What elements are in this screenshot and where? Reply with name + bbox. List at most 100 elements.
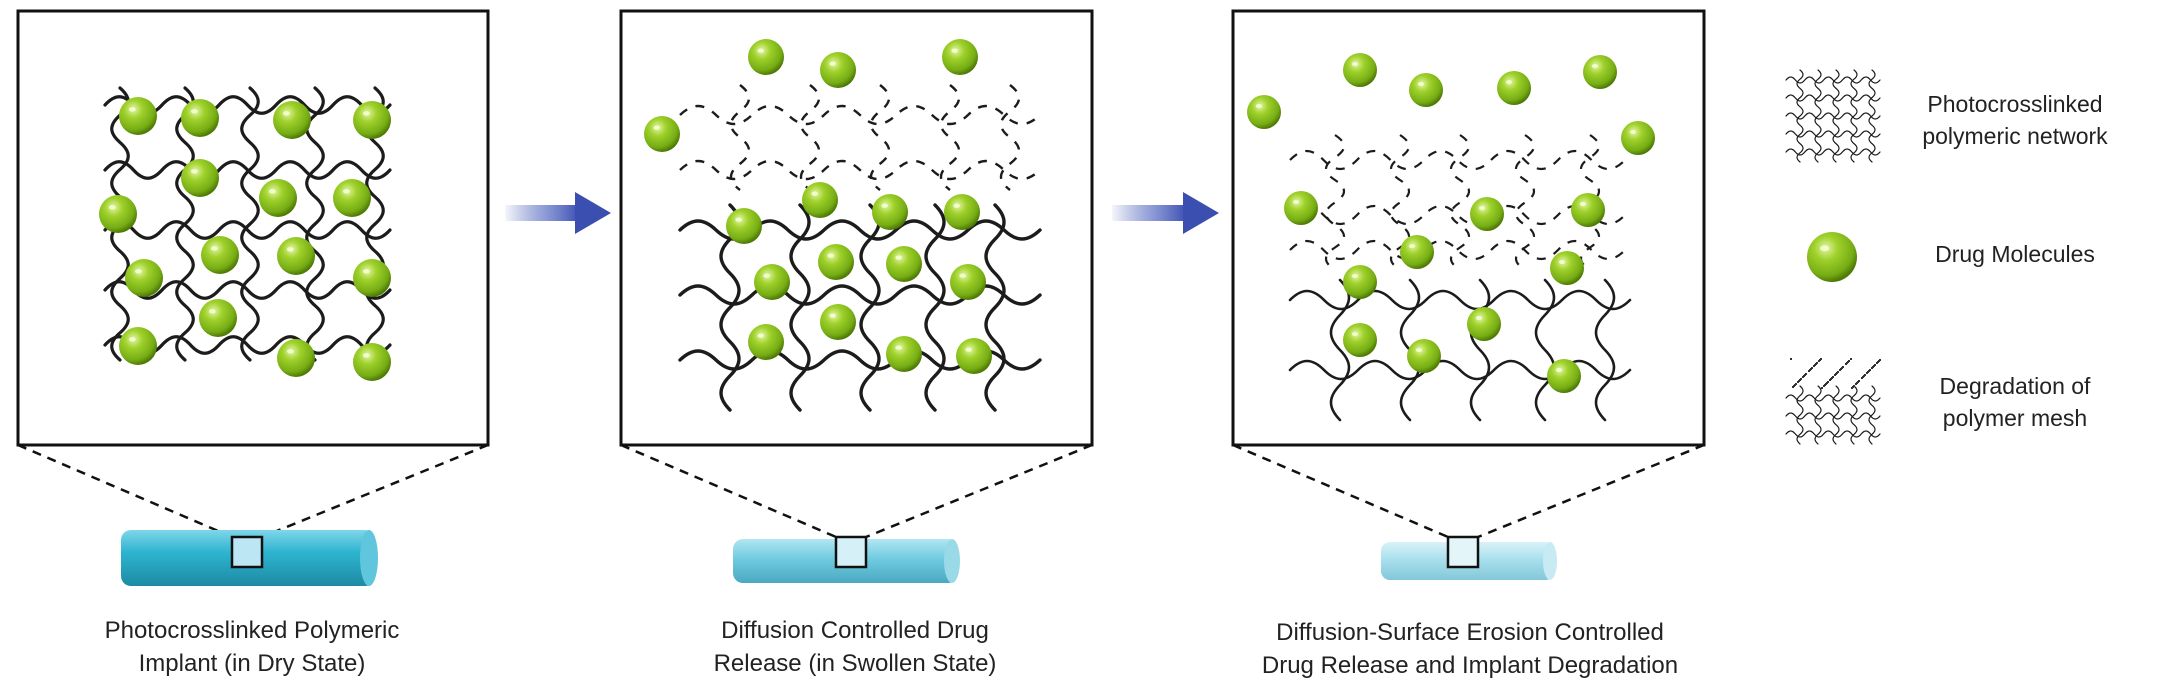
polymer-chain xyxy=(103,220,392,240)
drug-sphere xyxy=(802,182,838,218)
mesh-fragment xyxy=(1818,360,1820,362)
drug-sphere xyxy=(820,304,856,340)
caption-line: Photocrosslinked Polymeric xyxy=(104,617,400,644)
drug-highlight xyxy=(1351,332,1358,337)
polymer-chain xyxy=(1785,76,1881,84)
drug-highlight xyxy=(895,255,902,260)
drug-highlight xyxy=(653,125,660,130)
process-arrow-1 xyxy=(505,192,611,234)
drug-molecule xyxy=(820,52,856,88)
drug-sphere xyxy=(259,179,297,217)
polymer-chain xyxy=(1785,112,1881,120)
drug-molecule xyxy=(1621,121,1655,155)
mesh-fragment xyxy=(1839,369,1841,371)
drug-molecule xyxy=(125,259,163,297)
drug-highlight xyxy=(959,273,966,278)
drug-sphere xyxy=(201,236,239,274)
drug-sphere xyxy=(1470,197,1504,231)
drug-sphere xyxy=(1284,191,1318,225)
zoom-window xyxy=(230,535,264,569)
drug-molecule xyxy=(119,97,157,135)
drug-sphere xyxy=(181,99,219,137)
drug-highlight xyxy=(1555,368,1562,373)
mesh-fragment xyxy=(1802,376,1804,378)
drug-sphere xyxy=(748,39,784,75)
degraded-chain xyxy=(679,104,1041,126)
drug-molecule xyxy=(1807,232,1857,282)
polymer-chain xyxy=(240,86,260,362)
legend-line: Drug Molecules xyxy=(1935,241,2095,267)
implant-degraded xyxy=(1381,535,1557,580)
degraded-chain xyxy=(729,84,751,191)
polymer-chain xyxy=(1785,148,1881,156)
released-drug-molecules xyxy=(1247,53,1655,393)
stage-panel-degraded xyxy=(1231,9,1706,447)
degraded-chain xyxy=(869,84,891,191)
drug-sphere xyxy=(1409,73,1443,107)
drug-highlight xyxy=(829,313,836,318)
drug-highlight xyxy=(895,345,902,350)
degrading-polymer-network xyxy=(1288,134,1632,422)
drug-highlight xyxy=(1417,82,1424,87)
drug-molecule xyxy=(748,324,784,360)
degraded-chain xyxy=(999,84,1021,191)
drug-highlight xyxy=(1558,260,1565,265)
degraded-chain xyxy=(1324,134,1346,271)
drug-highlight xyxy=(1820,245,1829,252)
polymer-chain xyxy=(103,280,392,300)
drug-sphere xyxy=(277,339,315,377)
drug-sphere xyxy=(1583,55,1617,89)
caption-line: Release (in Swollen State) xyxy=(713,650,997,677)
drug-sphere xyxy=(353,259,391,297)
drug-sphere xyxy=(125,259,163,297)
mesh-fragment xyxy=(1813,365,1815,367)
drug-highlight xyxy=(1629,130,1636,135)
stage-caption-degraded: Diffusion-Surface Erosion Controlled Dru… xyxy=(1210,616,1730,682)
mesh-fragment xyxy=(1845,363,1847,365)
drug-highlight xyxy=(1351,62,1358,67)
drug-highlight xyxy=(282,111,290,116)
polymer-chain xyxy=(1785,430,1881,438)
drug-molecule xyxy=(1343,53,1377,87)
legend-line: Degradation of xyxy=(1939,373,2091,399)
drug-highlight xyxy=(286,247,294,252)
drug-highlight xyxy=(128,107,136,112)
drug-sphere xyxy=(99,195,137,233)
mesh-fragment xyxy=(1861,377,1863,379)
zoom-window xyxy=(834,535,868,569)
polymer-chain xyxy=(859,203,881,412)
drug-molecule xyxy=(333,179,371,217)
drug-highlight xyxy=(1475,316,1482,321)
drug-highlight xyxy=(763,273,770,278)
mesh-fragment xyxy=(1866,372,1868,374)
drug-molecule-icon xyxy=(1807,232,1857,282)
polymer-chain xyxy=(1814,385,1822,445)
drug-molecule xyxy=(942,39,978,75)
zoom-lines-degraded xyxy=(1232,443,1705,539)
polymer-chain xyxy=(719,203,741,412)
drug-highlight xyxy=(757,333,764,338)
drug-highlight xyxy=(951,48,958,53)
legend-label-degradation: Degradation of polymer mesh xyxy=(1880,370,2150,434)
drug-sphere xyxy=(644,116,680,152)
drug-sphere xyxy=(1547,359,1581,393)
drug-molecule xyxy=(754,264,790,300)
mesh-fragment xyxy=(1834,374,1836,376)
polymer-chain xyxy=(1785,94,1881,102)
drug-sphere xyxy=(1467,307,1501,341)
drug-highlight xyxy=(1505,80,1512,85)
drug-sphere xyxy=(872,194,908,230)
drug-highlight xyxy=(1478,206,1485,211)
degraded-chain xyxy=(1579,134,1601,271)
mesh-fragment xyxy=(1851,387,1853,389)
drug-molecule xyxy=(886,336,922,372)
drug-molecule xyxy=(201,236,239,274)
mesh-fragment xyxy=(1808,370,1810,372)
drug-highlight xyxy=(1579,202,1586,207)
drug-highlight xyxy=(210,246,218,251)
polymer-chain xyxy=(1785,412,1881,420)
drug-sphere xyxy=(1343,323,1377,357)
mesh-fragment xyxy=(1790,358,1792,360)
drug-molecule xyxy=(1467,307,1501,341)
